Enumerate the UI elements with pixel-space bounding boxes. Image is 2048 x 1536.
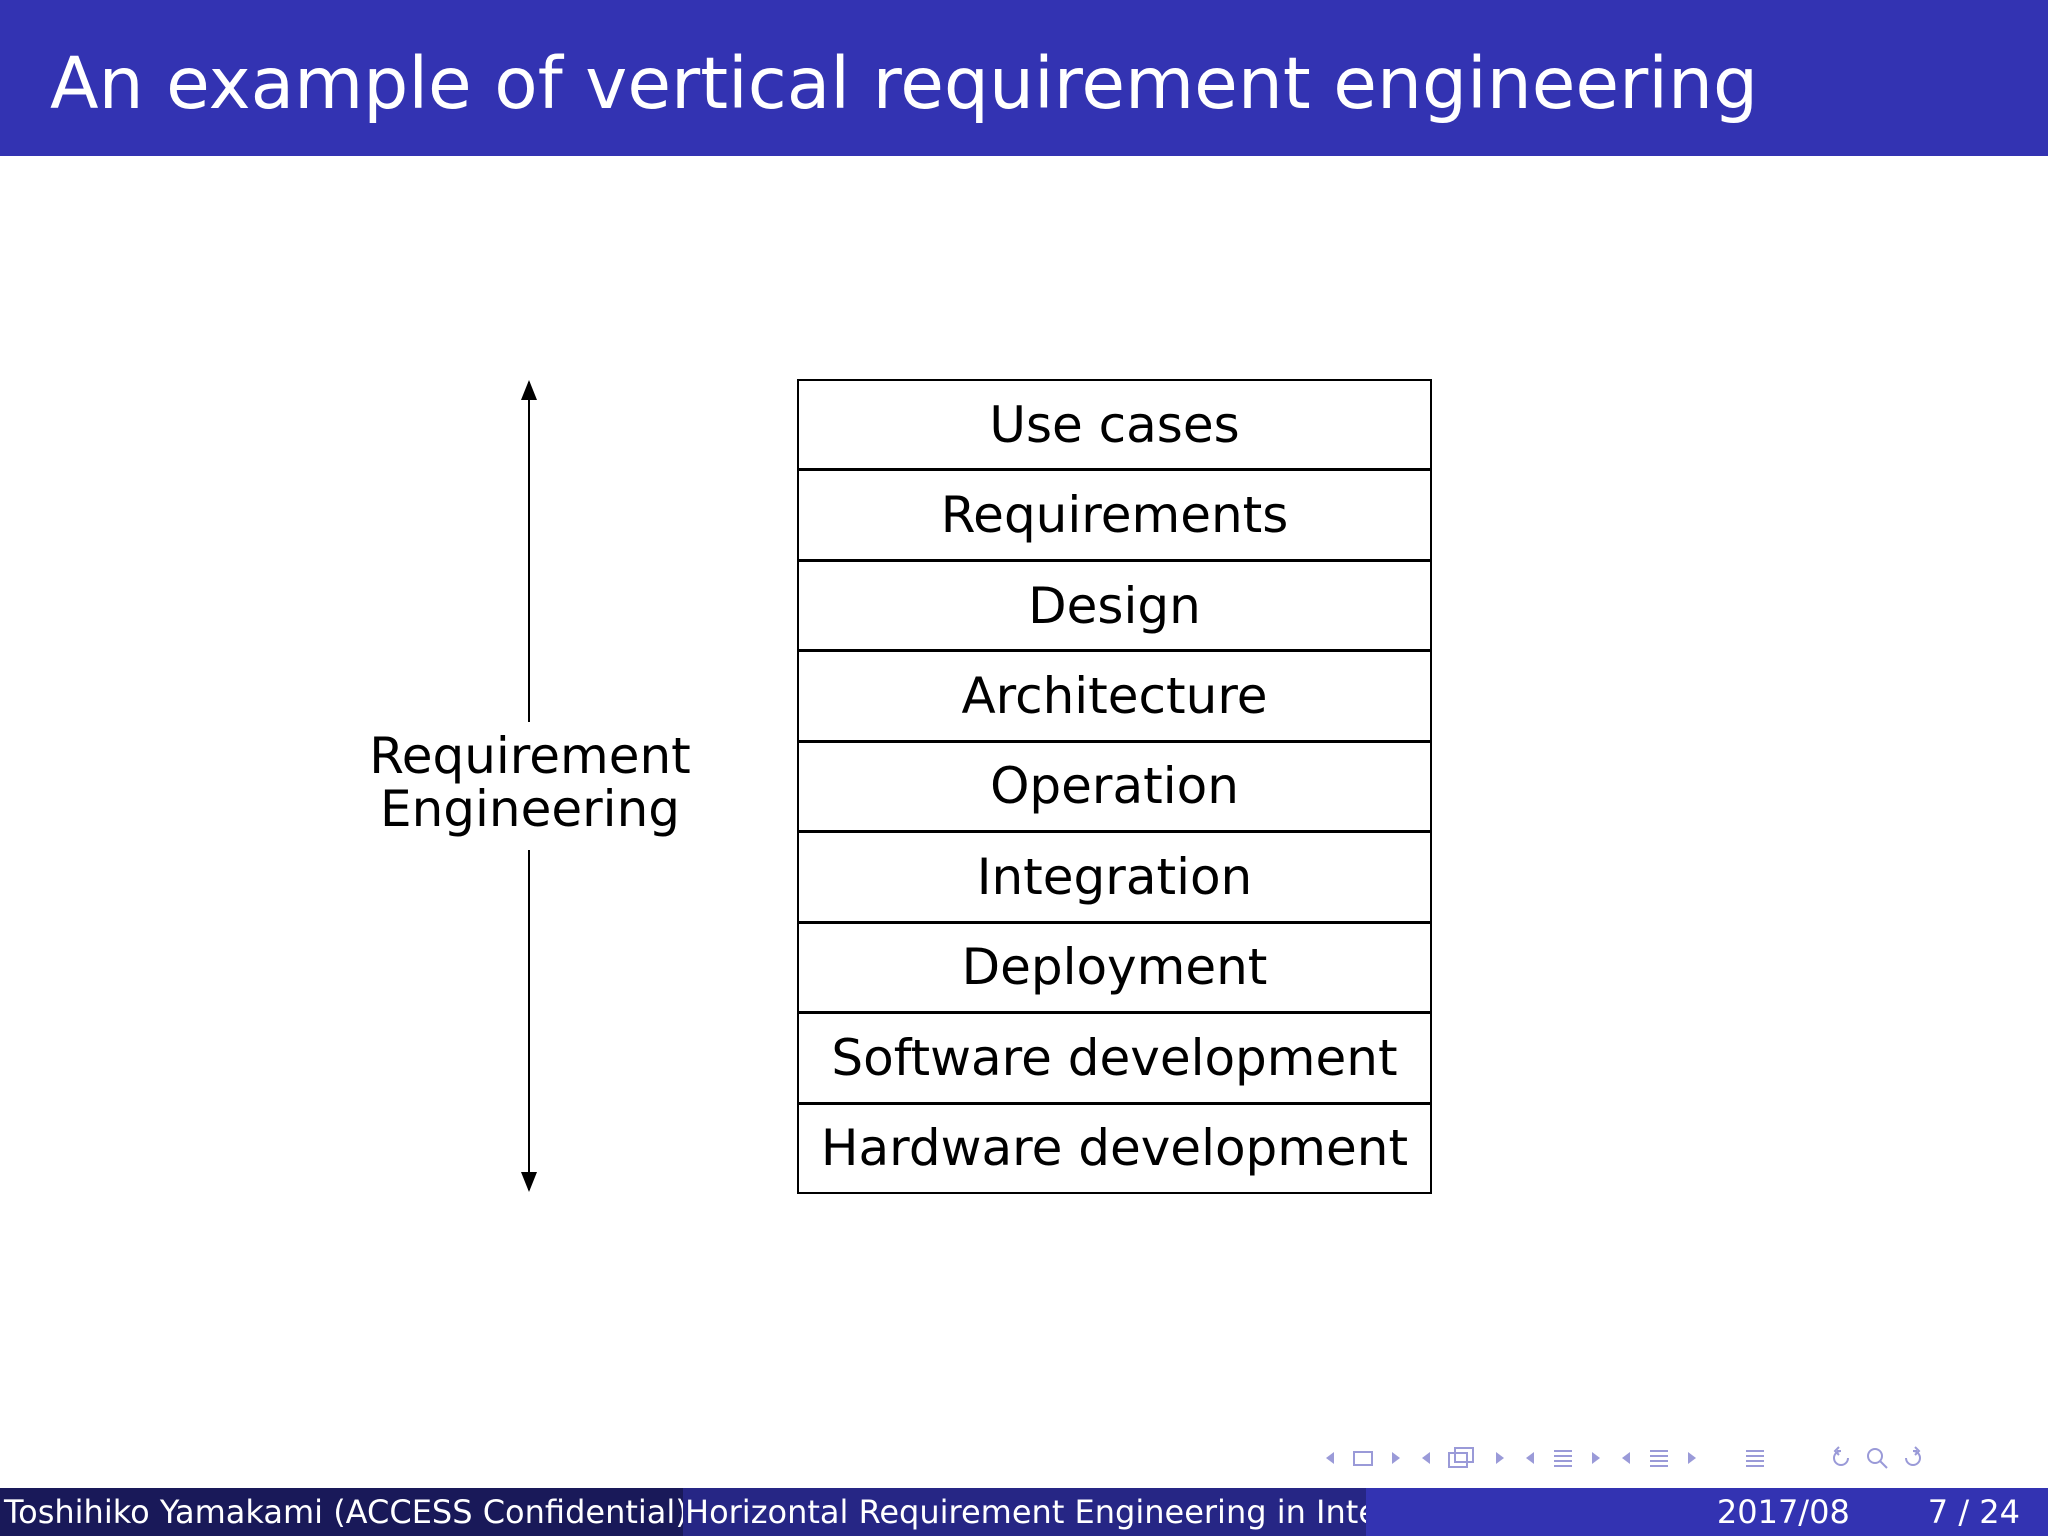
label-line-1: Requirement [369, 727, 691, 785]
footer-date-page: 2017/08 7 / 24 [1366, 1488, 2048, 1536]
nav-section-prev-icon[interactable] [1520, 1446, 1540, 1470]
layer-integration: Integration [799, 833, 1430, 924]
footer-bar: Toshihiko Yamakami (ACCESS Confidential)… [0, 1488, 2048, 1536]
nav-section-icon[interactable] [1550, 1445, 1576, 1471]
layer-use-cases: Use cases [799, 381, 1430, 472]
footer-page-number: 7 / 24 [1927, 1493, 2020, 1531]
nav-search-icon[interactable] [1864, 1445, 1890, 1471]
layer-operation: Operation [799, 743, 1430, 834]
title-bar: An example of vertical requirement engin… [0, 0, 2048, 156]
nav-redo-icon[interactable] [1900, 1445, 1926, 1471]
layer-software-development: Software development [799, 1014, 1430, 1105]
nav-part-icon[interactable] [1646, 1445, 1672, 1471]
layer-design: Design [799, 562, 1430, 653]
nav-frame-icon[interactable] [1350, 1446, 1376, 1470]
nav-undo-icon[interactable] [1828, 1445, 1854, 1471]
footer-talk-title-text: Horizontal Requirement Engineering in In… [685, 1493, 1366, 1531]
nav-part-next-icon[interactable] [1682, 1446, 1702, 1470]
requirement-engineering-label: Requirement Engineering [330, 730, 730, 836]
nav-subsection-icon[interactable] [1446, 1444, 1480, 1472]
nav-section-next-icon[interactable] [1586, 1446, 1606, 1470]
footer-author: Toshihiko Yamakami (ACCESS Confidential) [0, 1488, 683, 1536]
nav-part-prev-icon[interactable] [1616, 1446, 1636, 1470]
slide-title: An example of vertical requirement engin… [50, 42, 1759, 125]
footer-date: 2017/08 [1716, 1493, 1850, 1531]
nav-subsection-next-icon[interactable] [1490, 1446, 1510, 1470]
footer-author-text: Toshihiko Yamakami (ACCESS Confidential) [4, 1493, 683, 1531]
nav-subsection-prev-icon[interactable] [1416, 1446, 1436, 1470]
layer-hardware-development: Hardware development [820, 1119, 1409, 1178]
layer-deployment: Deployment [799, 924, 1430, 1015]
label-line-2: Engineering [380, 780, 680, 838]
layer-architecture: Architecture [799, 652, 1430, 743]
nav-toc-icon[interactable] [1742, 1445, 1768, 1471]
layer-stack: Use cases Requirements Design Architectu… [797, 379, 1432, 1194]
nav-prev-arrow-icon[interactable] [1320, 1446, 1340, 1470]
layer-requirements: Requirements [799, 471, 1430, 562]
footer-talk-title: Horizontal Requirement Engineering in In… [683, 1488, 1366, 1536]
nav-next-arrow-icon[interactable] [1386, 1446, 1406, 1470]
navigation-bar [1320, 1440, 2030, 1476]
